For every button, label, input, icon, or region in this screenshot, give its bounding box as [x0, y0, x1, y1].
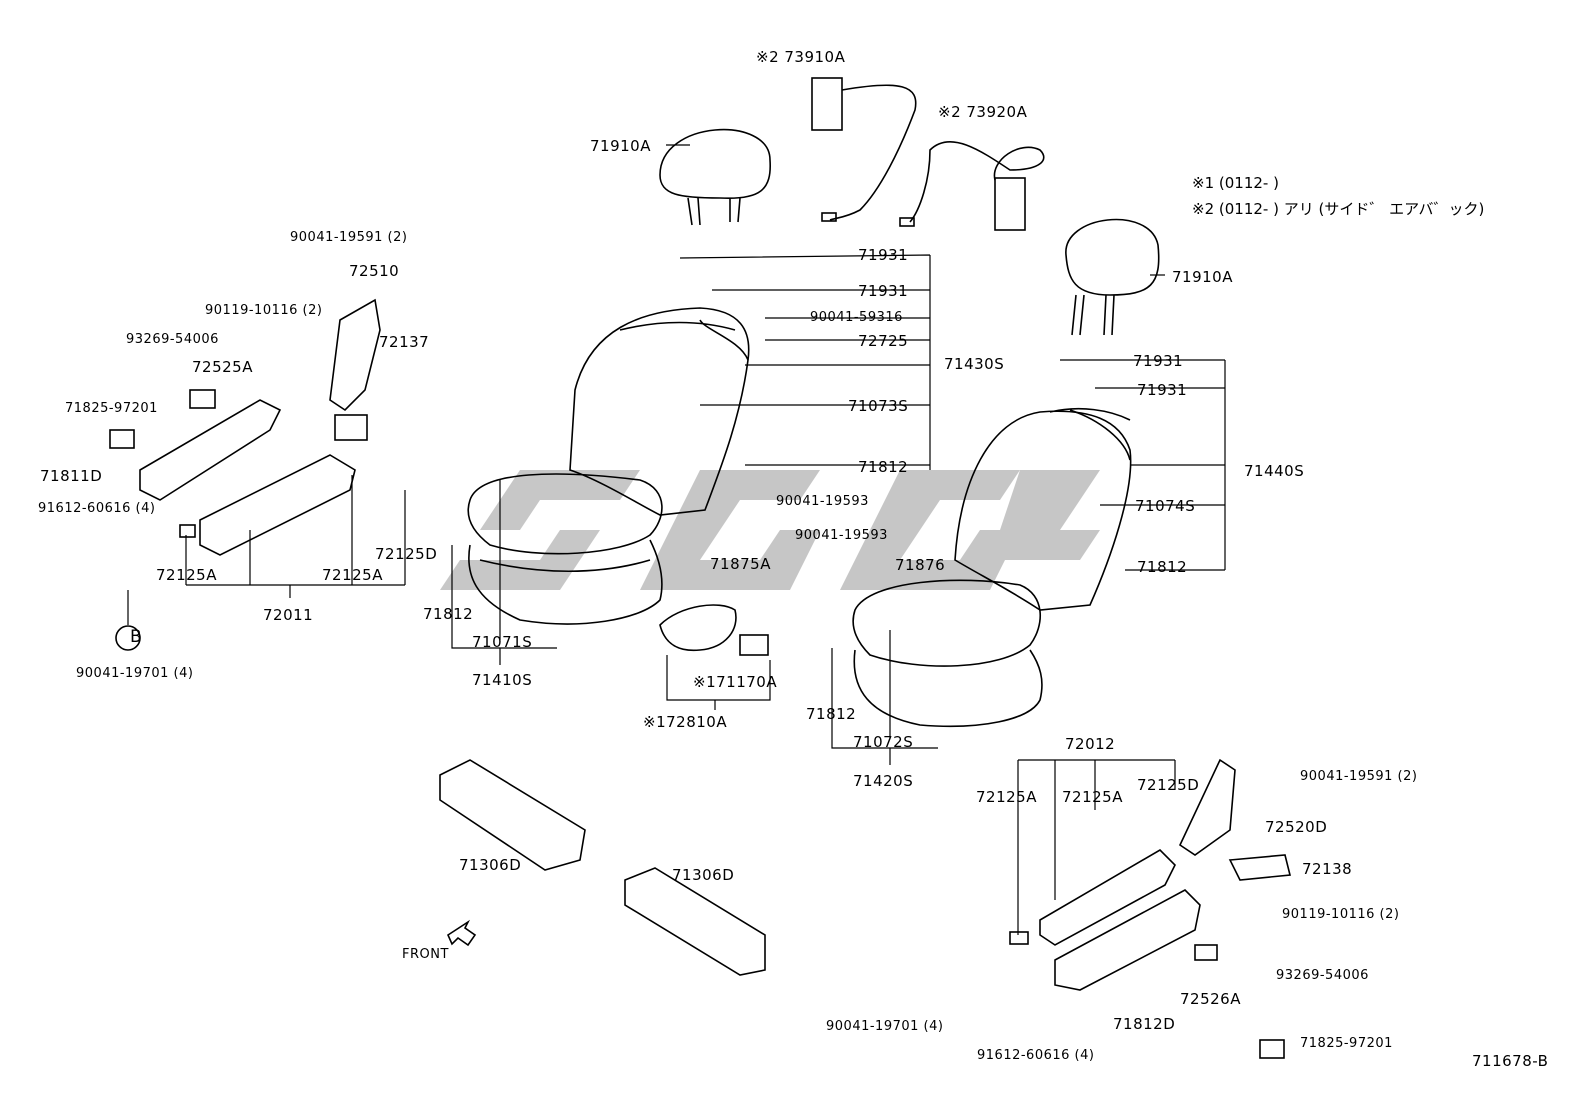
label-71074S: 71074S: [1135, 497, 1196, 515]
circled-b-icon-left: [115, 625, 141, 651]
label-71812-c: 71812: [806, 705, 857, 723]
leader-lines: [127, 144, 1226, 935]
label-71931-b: 71931: [858, 282, 909, 300]
headrest-right: [1065, 218, 1160, 336]
seat-track-right: [1009, 758, 1292, 1059]
label-72125D-left: 72125D: [375, 545, 438, 563]
label-93269-54006-right: 93269-54006: [1276, 968, 1369, 983]
label-90041-19593-a: 90041-19593: [776, 494, 869, 509]
label-71071S: 71071S: [472, 633, 533, 651]
note-2: ※2 (0112- ) アリ (サイド゛ エアバ゛ック): [1192, 200, 1485, 218]
label-71410S: 71410S: [472, 671, 533, 689]
label-71931-a: 71931: [858, 246, 909, 264]
frame-71306D-b: [624, 867, 766, 976]
front-label: FRONT: [402, 947, 449, 962]
seat-right: [852, 407, 1132, 728]
label-72525A: 72525A: [192, 358, 253, 376]
label-72125A-right-2: 72125A: [1062, 788, 1123, 806]
label-71875A: 71875A: [710, 555, 771, 573]
label-71812-a: 71812: [858, 458, 909, 476]
label-90041-19593-b: 90041-19593: [795, 528, 888, 543]
label-72125A-left-1: 72125A: [156, 566, 217, 584]
airbag-module-73910A: [811, 77, 917, 222]
label-172810A: ※172810A: [643, 713, 728, 731]
label-71306D-a: 71306D: [459, 856, 522, 874]
label-71812-b: 71812: [423, 605, 474, 623]
airbag-module-73920A: [899, 140, 1045, 231]
label-72125A-left-2: 72125A: [322, 566, 383, 584]
label-91612-60616-left: 91612-60616 (4): [38, 501, 156, 516]
label-90041-19701-right: 90041-19701 (4): [826, 1019, 944, 1034]
note-1: ※1 (0112- ): [1192, 174, 1279, 192]
label-90041-19591-left: 90041-19591 (2): [290, 230, 408, 245]
drawing-id: 711678-B: [1472, 1052, 1549, 1070]
seat-left: [467, 307, 750, 625]
label-71440S: 71440S: [1244, 462, 1305, 480]
label-91612-60616-right: 91612-60616 (4): [977, 1048, 1095, 1063]
label-72011: 72011: [263, 606, 314, 624]
side-cushion: [659, 604, 769, 656]
label-71812D: 71812D: [1113, 1015, 1176, 1033]
seat-track-left: [109, 298, 381, 556]
label-72510: 72510: [349, 262, 400, 280]
label-71073S: 71073S: [848, 397, 909, 415]
label-72012: 72012: [1065, 735, 1116, 753]
label-71910A-right: 71910A: [1172, 268, 1233, 286]
front-arrow-icon: [446, 919, 477, 947]
label-71430S: 71430S: [944, 355, 1005, 373]
frame-71306D-a: [439, 759, 586, 871]
label-90041-59316: 90041-59316: [810, 310, 903, 325]
label-72125D-right: 72125D: [1137, 776, 1200, 794]
label-72125A-right-1: 72125A: [976, 788, 1037, 806]
label-93269-54006-left: 93269-54006: [126, 332, 219, 347]
headrest-left: [659, 128, 771, 226]
label-90119-10116-right: 90119-10116 (2): [1282, 907, 1400, 922]
circled-b-label: B: [130, 627, 143, 647]
label-73920A: ※2 73920A: [938, 103, 1028, 121]
label-73910A: ※2 73910A: [756, 48, 846, 66]
label-71876: 71876: [895, 556, 946, 574]
label-72526A: 72526A: [1180, 990, 1241, 1008]
label-71420S: 71420S: [853, 772, 914, 790]
label-71811D: 71811D: [40, 467, 103, 485]
label-71072S: 71072S: [853, 733, 914, 751]
label-71931-d: 71931: [1137, 381, 1188, 399]
label-72138: 72138: [1302, 860, 1353, 878]
label-71812-d: 71812: [1137, 558, 1188, 576]
label-71910A-left: 71910A: [590, 137, 651, 155]
label-72137: 72137: [379, 333, 430, 351]
label-71931-c: 71931: [1133, 352, 1184, 370]
watermark: [440, 470, 1100, 590]
label-90041-19701-left: 90041-19701 (4): [76, 666, 194, 681]
label-71825-97201-right: 71825-97201: [1300, 1036, 1393, 1051]
label-90119-10116-left: 90119-10116 (2): [205, 303, 323, 318]
label-71825-97201-left: 71825-97201: [65, 401, 158, 416]
label-171170A: ※171170A: [693, 673, 778, 691]
label-90041-19591-right: 90041-19591 (2): [1300, 769, 1418, 784]
label-72725: 72725: [858, 332, 909, 350]
label-71306D-b: 71306D: [672, 866, 735, 884]
label-72520D: 72520D: [1265, 818, 1328, 836]
